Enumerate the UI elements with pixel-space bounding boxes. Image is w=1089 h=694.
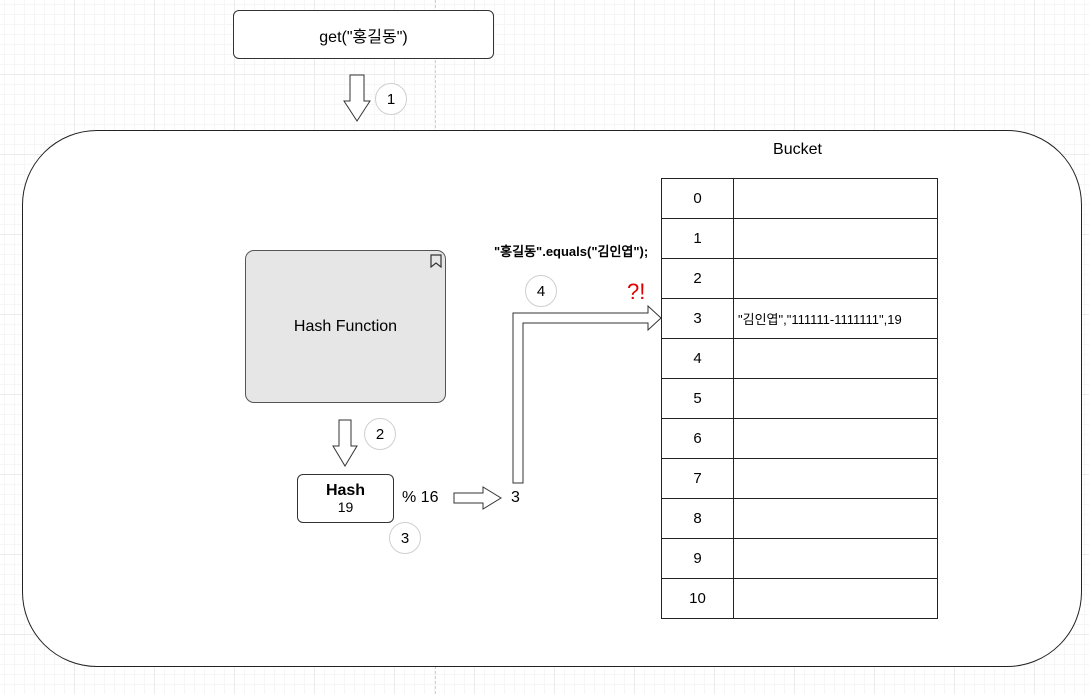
bucket-entry xyxy=(733,418,938,459)
elbow-arrow-to-bucket xyxy=(512,304,662,484)
bucket-row: 3"김인엽","111111-1111111",19 xyxy=(661,298,938,339)
bucket-index: 5 xyxy=(661,378,734,419)
bucket-entry xyxy=(733,178,938,219)
modulo-label: % 16 xyxy=(402,489,439,506)
hash-function-label: Hash Function xyxy=(293,317,398,335)
bucket-row: 5 xyxy=(661,378,938,419)
step-circle-1: 1 xyxy=(375,83,407,115)
bucket-row: 1 xyxy=(661,218,938,259)
surprise-mark: ?! xyxy=(627,279,646,304)
hash-value: 19 xyxy=(337,498,354,515)
right-arrow-modulo xyxy=(453,486,502,510)
bucket-index: 3 xyxy=(661,298,734,339)
bucket-index: 2 xyxy=(661,258,734,299)
bucket-entry xyxy=(733,578,938,619)
bucket-entry xyxy=(733,538,938,579)
bucket-row: 7 xyxy=(661,458,938,499)
bucket-entry xyxy=(733,338,938,379)
step-circle-3: 3 xyxy=(389,522,421,554)
step-circle-4: 4 xyxy=(525,275,557,307)
bucket-title: Bucket xyxy=(773,141,822,158)
bucket-row: 9 xyxy=(661,538,938,579)
bucket-index: 10 xyxy=(661,578,734,619)
bucket-index: 6 xyxy=(661,418,734,459)
bucket-row: 10 xyxy=(661,578,938,619)
down-arrow-step-2 xyxy=(332,419,358,467)
step-circle-2: 2 xyxy=(364,418,396,450)
get-call-label: get("홍길동") xyxy=(319,28,408,46)
bucket-row: 8 xyxy=(661,498,938,539)
bookmark-icon xyxy=(430,254,442,268)
hash-function-box: Hash Function xyxy=(245,250,446,403)
equals-call-label: "홍길동".equals("김인엽"); xyxy=(494,244,649,259)
bucket-index: 8 xyxy=(661,498,734,539)
bucket-row: 6 xyxy=(661,418,938,459)
bucket-entry xyxy=(733,498,938,539)
hash-box: Hash 19 xyxy=(297,474,394,523)
get-call-box: get("홍길동") xyxy=(233,10,494,59)
bucket-index: 9 xyxy=(661,538,734,579)
bucket-row: 2 xyxy=(661,258,938,299)
bucket-entry xyxy=(733,258,938,299)
bucket-index: 0 xyxy=(661,178,734,219)
index-result: 3 xyxy=(511,489,520,506)
bucket-index: 4 xyxy=(661,338,734,379)
down-arrow-step-1 xyxy=(343,74,371,122)
bucket-row: 4 xyxy=(661,338,938,379)
bucket-entry xyxy=(733,378,938,419)
bucket-entry xyxy=(733,218,938,259)
bucket-index: 7 xyxy=(661,458,734,499)
bucket-row: 0 xyxy=(661,178,938,219)
hash-label: Hash xyxy=(325,481,366,499)
bucket-entry xyxy=(733,458,938,499)
bucket-index: 1 xyxy=(661,218,734,259)
bucket-entry: "김인엽","111111-1111111",19 xyxy=(733,298,938,339)
